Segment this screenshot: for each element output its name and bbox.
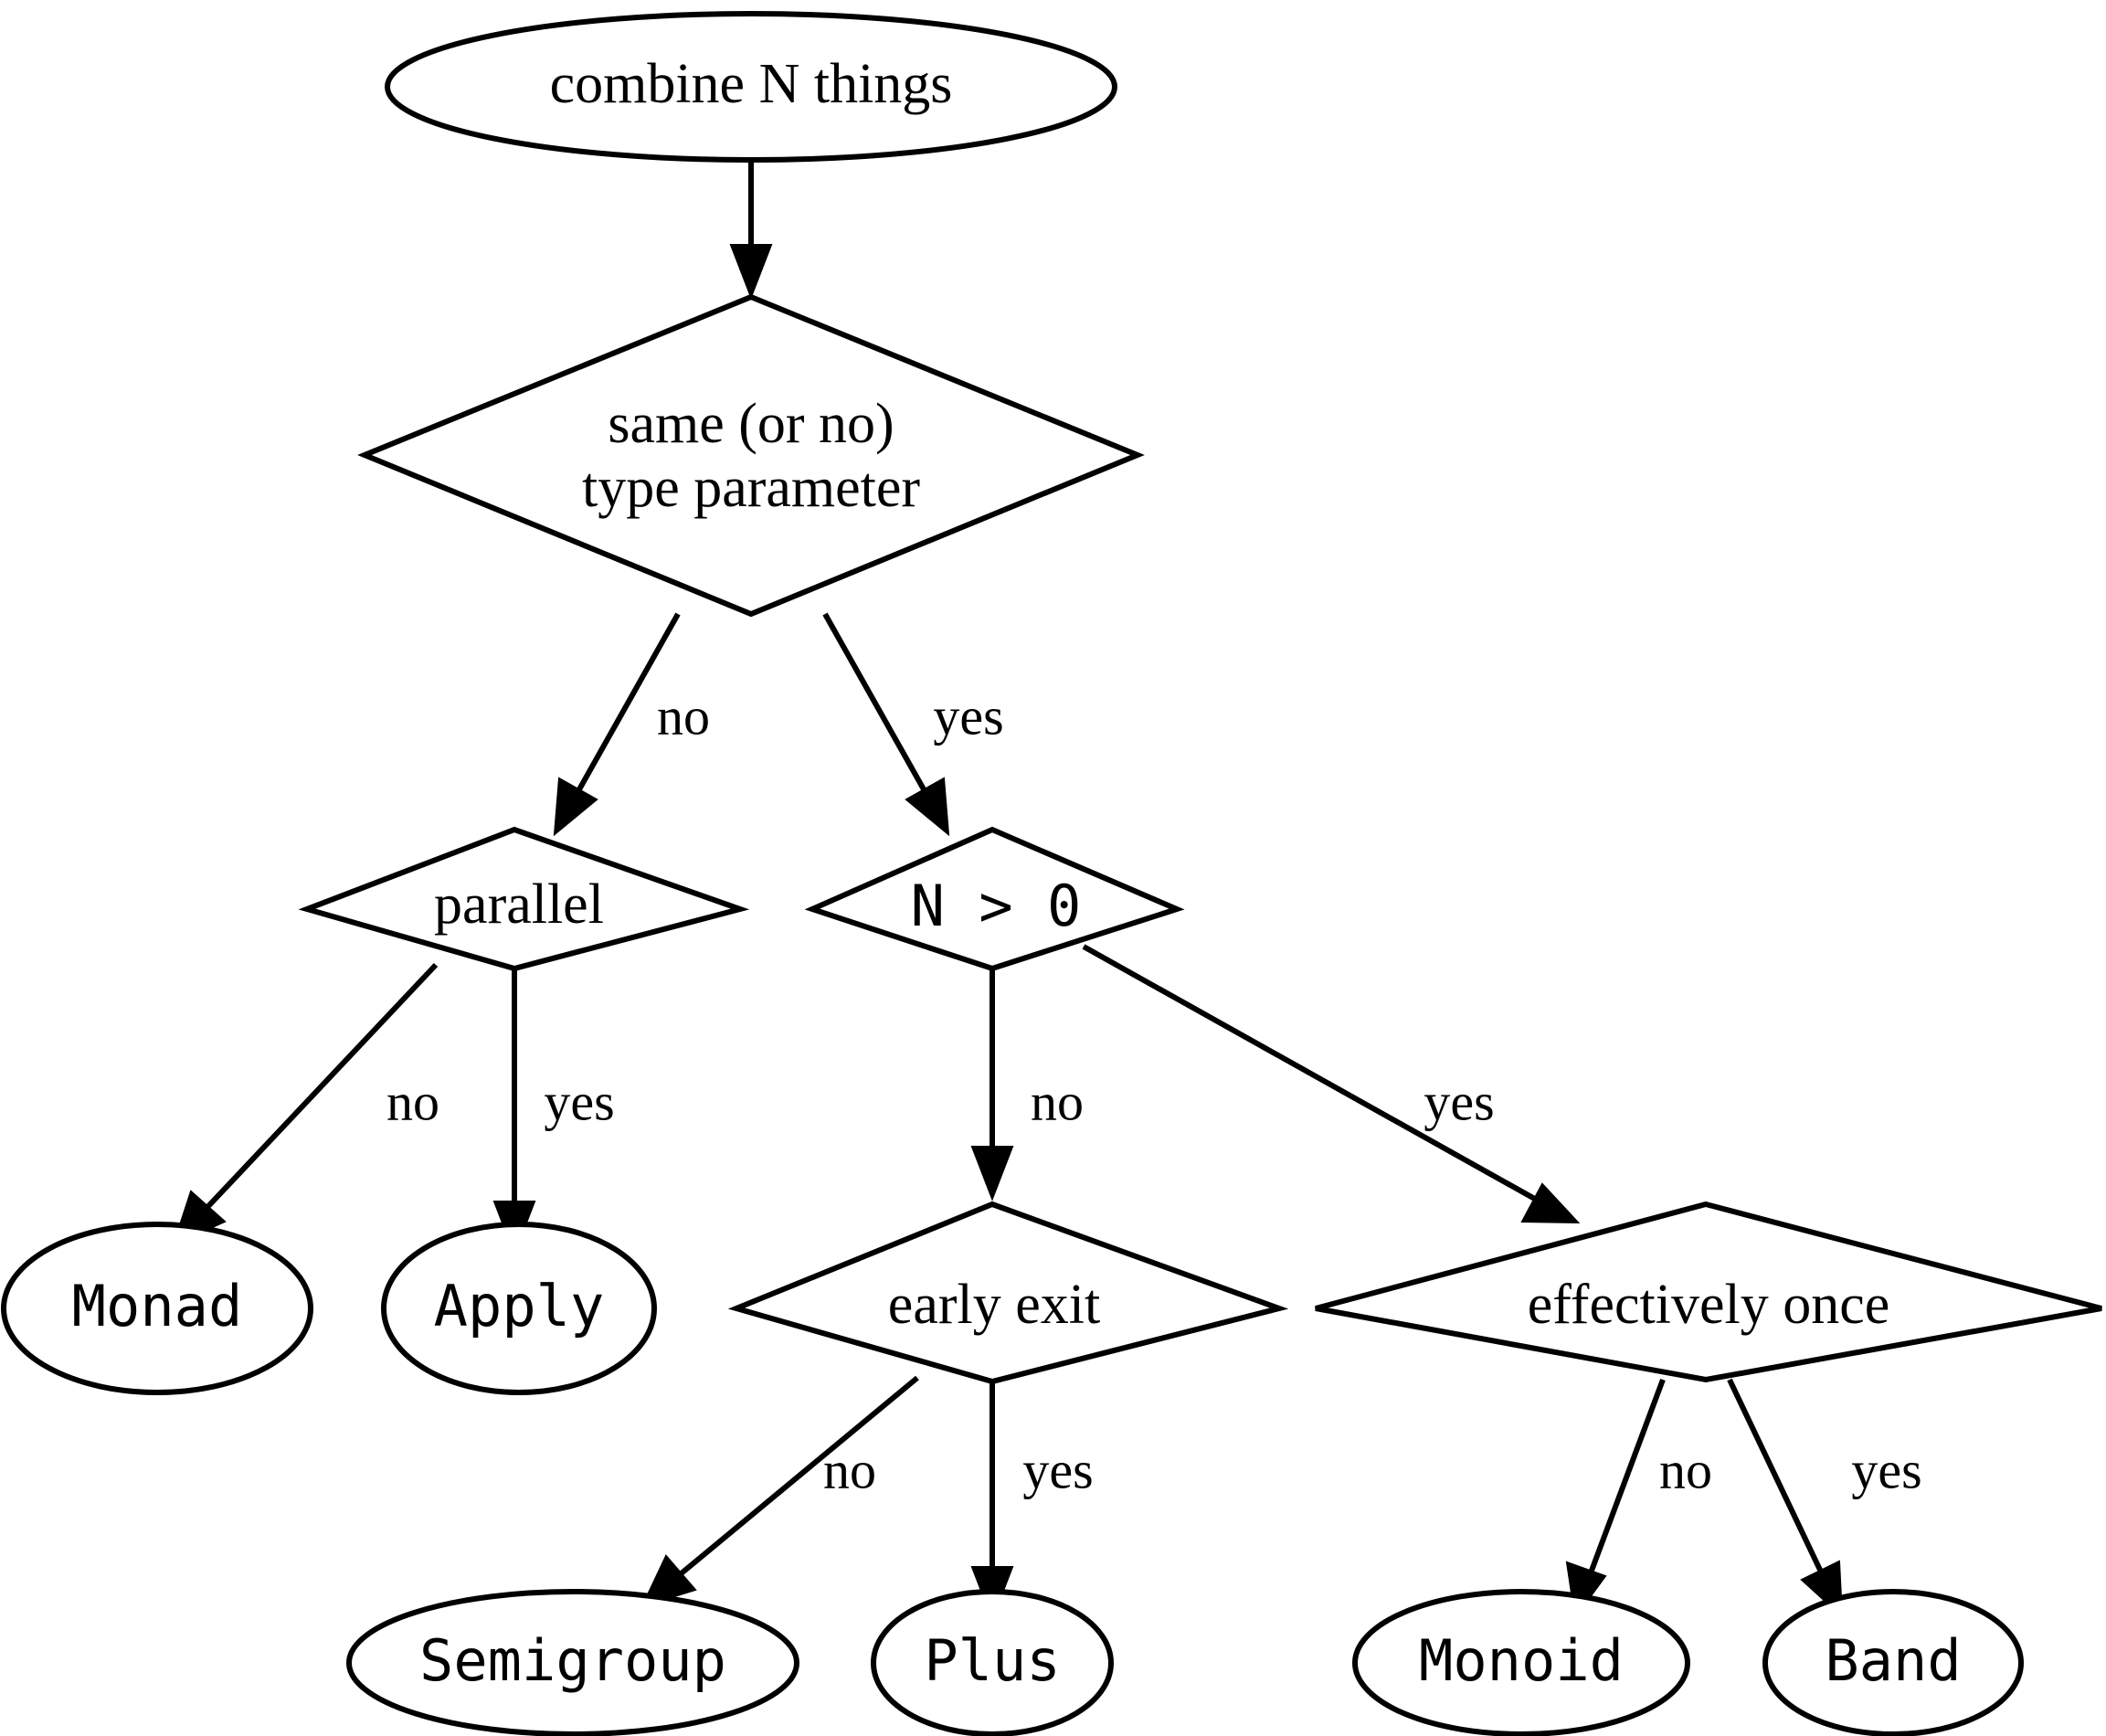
semigroup-ellipse-shape — [346, 1589, 799, 1736]
edge-label-early-exit-yes: yes — [1022, 1440, 1093, 1499]
plus-ellipse-shape — [871, 1589, 1114, 1736]
edge-label-early-exit-no: no — [823, 1440, 876, 1499]
edge-n-gt-zero-to-effectively-once — [1082, 944, 1581, 1224]
early-exit-label: early exit — [888, 1274, 1100, 1336]
edge-early-exit-to-plus — [970, 1381, 1014, 1622]
early-exit-diamond-shape — [727, 1201, 1289, 1385]
effectively-once-label: effectively once — [1528, 1274, 1889, 1336]
monad-label: Monad — [72, 1273, 243, 1339]
node-monoid[interactable]: Monoid — [1352, 1589, 1690, 1736]
node-band[interactable]: Band — [1762, 1589, 2024, 1736]
edge-label-parallel-yes: yes — [544, 1072, 614, 1131]
monoid-ellipse-shape — [1352, 1589, 1690, 1736]
node-early-exit[interactable]: early exit — [727, 1201, 1289, 1385]
node-parallel[interactable]: parallel — [298, 826, 750, 972]
monoid-label: Monoid — [1419, 1627, 1624, 1694]
node-plus[interactable]: Plus — [871, 1589, 1114, 1736]
same-type-diamond-shape — [357, 293, 1145, 618]
edge-label-n-gt-zero-no: no — [1031, 1072, 1084, 1131]
edge-effectively-once-to-monoid — [1565, 1378, 1666, 1620]
apply-label: Apply — [434, 1273, 605, 1339]
node-same-type-parameter[interactable]: same (or no) type parameter — [357, 293, 1145, 618]
node-n-greater-than-zero[interactable]: N > 0 — [804, 826, 1185, 972]
band-ellipse-shape — [1762, 1589, 2024, 1736]
same-type-label-line1: same (or no) — [608, 393, 894, 455]
node-effectively-once[interactable]: effectively once — [1315, 1201, 2102, 1383]
start-ellipse-shape — [385, 11, 1117, 163]
edge-label-effectively-once-no: no — [1659, 1440, 1712, 1499]
n-gt-zero-label: N > 0 — [911, 873, 1082, 939]
semigroup-label: Semigroup — [419, 1627, 726, 1694]
node-apply[interactable]: Apply — [381, 1222, 657, 1395]
band-label: Band — [1825, 1627, 1961, 1694]
node-start[interactable]: combine N things — [385, 11, 1117, 163]
edge-parallel-to-apply — [492, 969, 536, 1256]
start-label: combine N things — [550, 53, 953, 115]
edge-same-type-to-parallel — [553, 612, 681, 837]
edge-same-type-to-n-gt-zero — [822, 612, 950, 837]
effectively-once-diamond-shape — [1315, 1201, 2102, 1383]
node-semigroup[interactable]: Semigroup — [346, 1589, 799, 1736]
edge-label-n-gt-zero-yes: yes — [1423, 1072, 1494, 1131]
edge-label-parallel-no: no — [386, 1072, 439, 1131]
plus-label: Plus — [924, 1627, 1060, 1694]
node-monad[interactable]: Monad — [1, 1222, 313, 1395]
edge-label-same-type-yes: yes — [933, 686, 1003, 746]
edge-effectively-once-to-band — [1727, 1378, 1844, 1619]
edge-label-same-type-no: no — [657, 686, 710, 746]
parallel-diamond-shape — [298, 826, 750, 972]
apply-ellipse-shape — [381, 1222, 657, 1395]
edge-label-effectively-once-yes: yes — [1851, 1440, 1921, 1499]
n-gt-zero-diamond-shape — [804, 826, 1185, 972]
monad-ellipse-shape — [1, 1222, 313, 1395]
edge-start-to-same-type — [729, 142, 773, 300]
edge-n-gt-zero-to-early-exit — [970, 969, 1014, 1201]
parallel-label: parallel — [434, 873, 604, 936]
same-type-label-line2: type parameter — [582, 457, 920, 519]
